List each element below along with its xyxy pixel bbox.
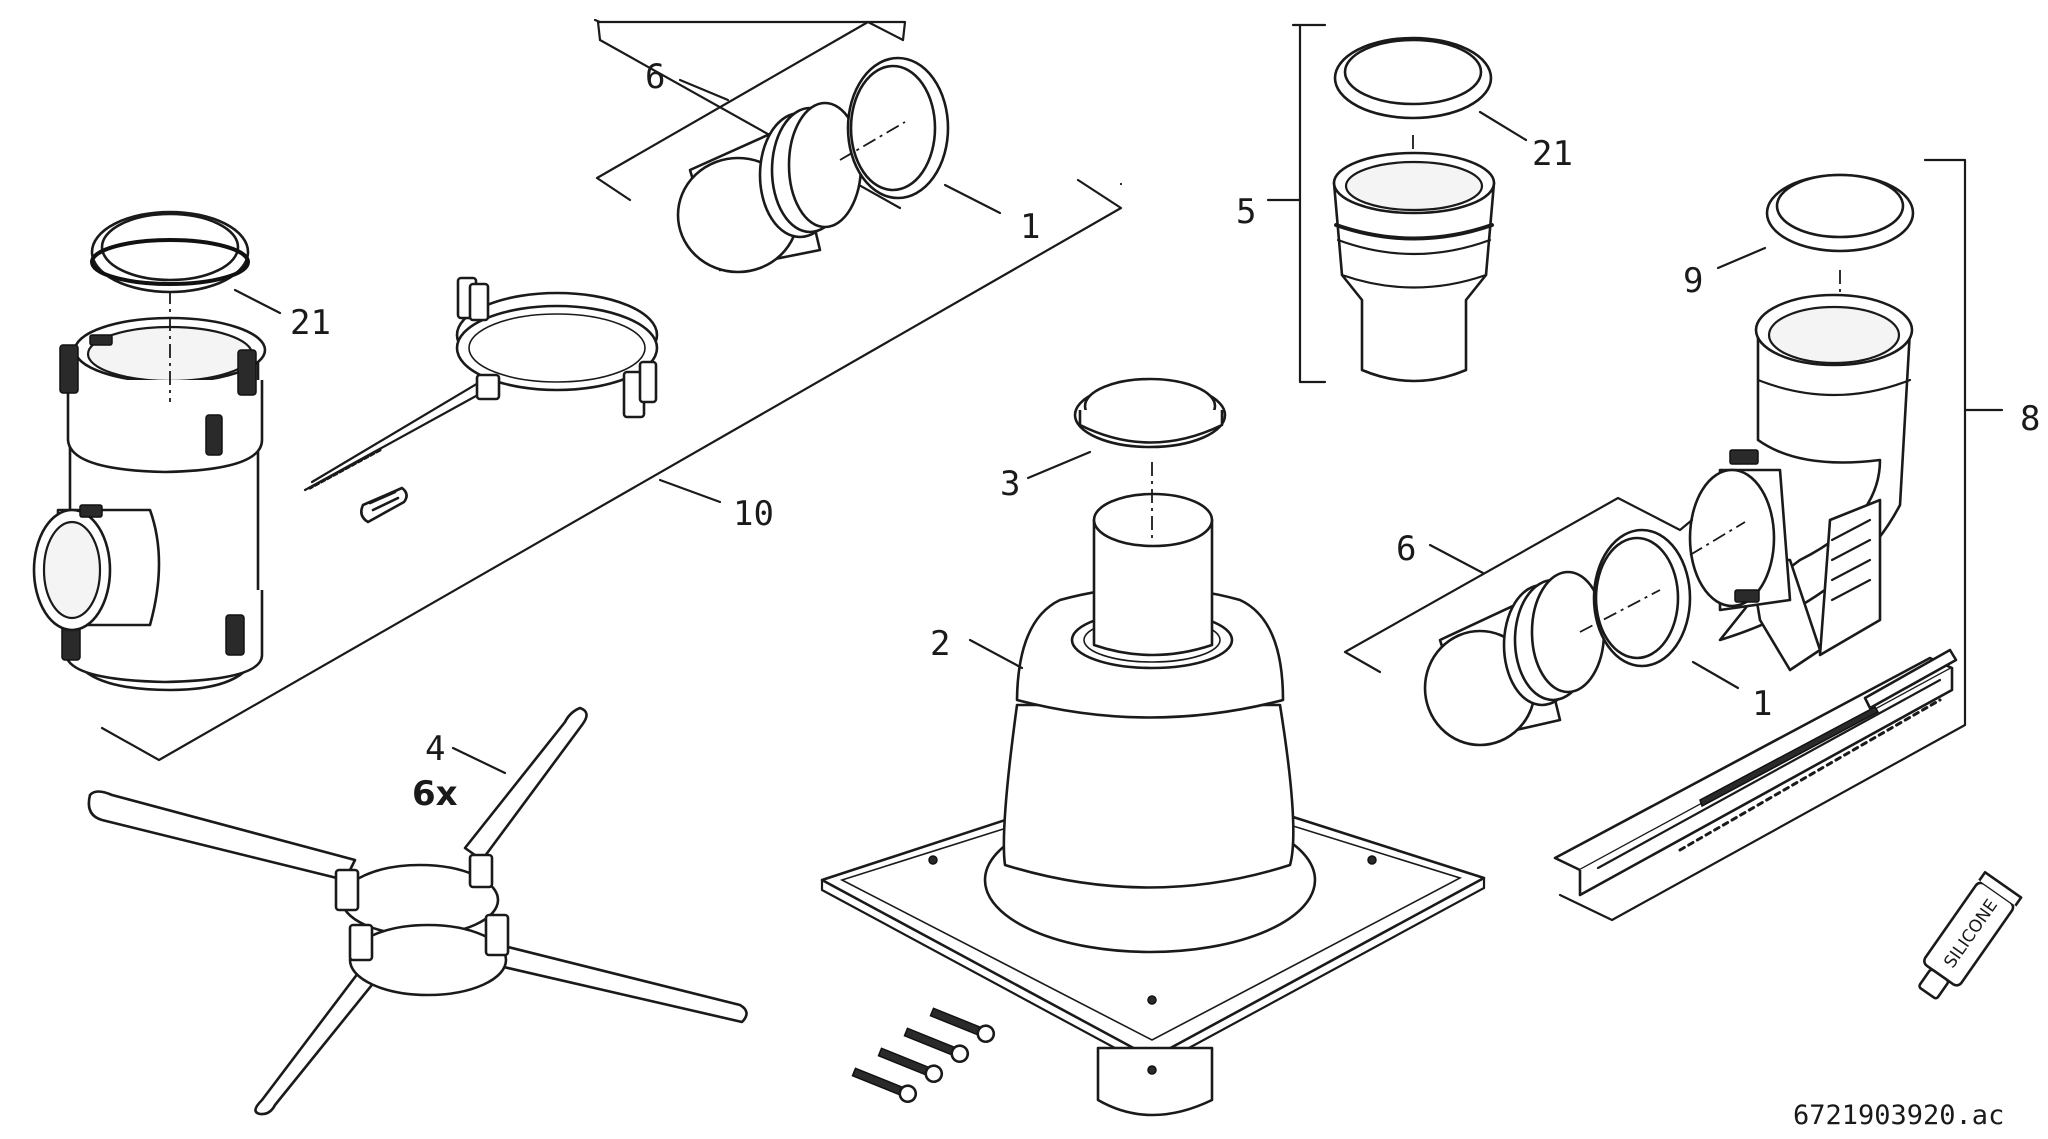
- support-rail: [1553, 648, 1958, 897]
- reference-number: 6721903920.ac: [1793, 1100, 2004, 1131]
- label-8: 8: [2020, 399, 2040, 439]
- label-5: 5: [1236, 192, 1256, 232]
- label-1-top: 1: [1020, 207, 1040, 247]
- connector-pipe-right: [1423, 570, 1606, 747]
- label-6-right: 6: [1396, 529, 1416, 569]
- adapter-5: [1332, 151, 1496, 383]
- connector-pipe-top: [676, 101, 863, 274]
- leader-lines: [233, 78, 1767, 775]
- label-9: 9: [1683, 261, 1703, 301]
- label-4: 4: [425, 729, 445, 769]
- label-quantity-6x: 6x: [412, 774, 458, 814]
- elbow-inlet: [1688, 449, 1792, 612]
- axis-top-connector: [839, 121, 906, 161]
- label-10: 10: [733, 494, 774, 534]
- seal-ring-21-right: [1333, 36, 1493, 120]
- label-21-right: 21: [1532, 134, 1573, 174]
- label-2: 2: [930, 624, 950, 664]
- silicone-tube: SILICONE: [1918, 870, 2023, 1000]
- axis-connector-right: [1579, 589, 1661, 633]
- pipe-clamp: [303, 276, 659, 524]
- support-cross: [87, 706, 748, 1116]
- seal-ring-3: [1073, 377, 1227, 449]
- label-1-right: 1: [1752, 684, 1772, 724]
- label-3: 3: [1000, 464, 1020, 504]
- screws: [851, 1007, 996, 1104]
- pipe-tee: [32, 316, 267, 692]
- group-5-bracket: [1266, 23, 1327, 384]
- group-8-bracket: [1558, 158, 2004, 922]
- group-6-right-bracket: [1343, 496, 1694, 674]
- axis-elbow-inlet: [1689, 521, 1746, 556]
- roof-flashing: [820, 492, 1486, 1117]
- seal-ring-21-left: [90, 210, 250, 294]
- label-21-left: 21: [290, 303, 331, 343]
- seal-ring-1-right: [1592, 528, 1692, 668]
- label-6-top: 6: [645, 57, 665, 97]
- seal-ring-9: [1765, 173, 1915, 253]
- elbow-bend: [1718, 293, 1914, 672]
- seal-ring-1-top: [846, 56, 950, 200]
